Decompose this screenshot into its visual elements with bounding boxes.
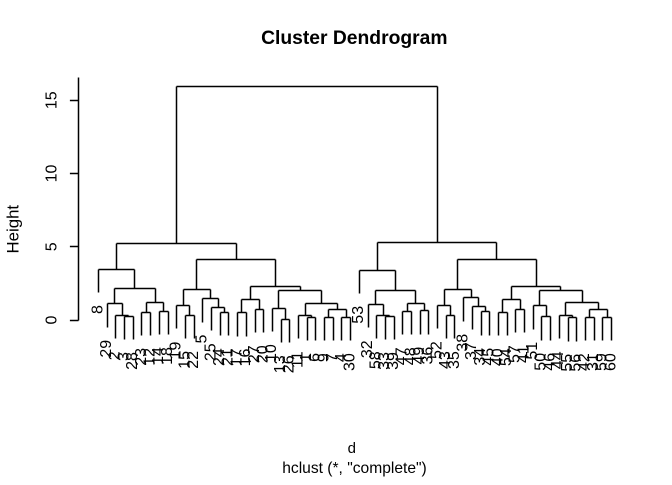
svg-text:21: 21 [220, 348, 237, 366]
svg-text:23: 23 [133, 348, 150, 366]
svg-text:16: 16 [237, 348, 254, 366]
svg-text:Height: Height [4, 205, 23, 254]
svg-text:60: 60 [602, 353, 619, 371]
svg-text:33: 33 [376, 352, 393, 370]
svg-text:hclust (*, "complete"): hclust (*, "complete") [282, 460, 427, 477]
svg-text:40: 40 [489, 348, 506, 366]
svg-text:39: 39 [385, 352, 402, 370]
svg-text:28: 28 [124, 352, 141, 370]
svg-text:30: 30 [341, 353, 358, 371]
svg-text:41: 41 [515, 345, 532, 363]
svg-text:3: 3 [115, 352, 132, 361]
svg-text:13: 13 [272, 355, 289, 373]
svg-text:2: 2 [107, 351, 124, 360]
svg-text:5: 5 [43, 242, 60, 251]
svg-text:35: 35 [446, 351, 463, 369]
svg-text:59: 59 [594, 353, 611, 371]
svg-text:42: 42 [576, 353, 593, 371]
svg-text:50: 50 [533, 353, 550, 371]
svg-text:22: 22 [185, 351, 202, 369]
svg-text:20: 20 [255, 345, 272, 363]
svg-text:Cluster Dendrogram: Cluster Dendrogram [261, 28, 447, 49]
svg-text:38: 38 [454, 334, 471, 352]
svg-text:55: 55 [559, 354, 576, 372]
svg-text:d: d [348, 440, 356, 457]
svg-text:6: 6 [307, 353, 324, 362]
svg-text:45: 45 [481, 348, 498, 366]
svg-text:56: 56 [568, 354, 585, 372]
svg-text:51: 51 [524, 342, 541, 360]
svg-text:26: 26 [281, 355, 298, 373]
svg-text:29: 29 [98, 340, 115, 358]
svg-text:5: 5 [194, 335, 211, 344]
svg-text:53: 53 [350, 306, 367, 324]
svg-text:37: 37 [463, 342, 480, 360]
svg-text:43: 43 [437, 351, 454, 369]
svg-text:11: 11 [289, 351, 306, 368]
svg-text:18: 18 [159, 347, 176, 365]
svg-text:36: 36 [420, 347, 437, 365]
svg-text:52: 52 [428, 341, 445, 359]
svg-text:10: 10 [43, 164, 60, 182]
svg-text:54: 54 [498, 348, 515, 366]
svg-text:44: 44 [550, 351, 567, 369]
svg-text:31: 31 [585, 353, 602, 371]
svg-text:1: 1 [298, 353, 315, 362]
svg-text:7: 7 [324, 353, 341, 362]
svg-text:34: 34 [472, 348, 489, 366]
svg-text:47: 47 [394, 347, 411, 365]
svg-text:17: 17 [228, 348, 245, 366]
svg-text:27: 27 [246, 345, 263, 363]
svg-text:15: 15 [176, 351, 193, 369]
svg-text:15: 15 [43, 91, 60, 109]
svg-text:24: 24 [211, 348, 228, 366]
svg-text:19: 19 [168, 341, 185, 359]
svg-text:49: 49 [411, 347, 428, 365]
svg-text:14: 14 [150, 347, 167, 365]
svg-text:46: 46 [541, 353, 558, 371]
svg-text:12: 12 [141, 348, 158, 366]
svg-text:4: 4 [333, 353, 350, 362]
svg-text:8: 8 [89, 305, 106, 314]
svg-text:57: 57 [507, 345, 524, 363]
svg-text:9: 9 [315, 353, 332, 362]
svg-text:0: 0 [43, 315, 60, 324]
svg-text:58: 58 [368, 351, 385, 369]
svg-text:25: 25 [202, 343, 219, 361]
svg-text:32: 32 [359, 340, 376, 358]
svg-text:10: 10 [263, 344, 280, 362]
svg-text:48: 48 [402, 347, 419, 365]
